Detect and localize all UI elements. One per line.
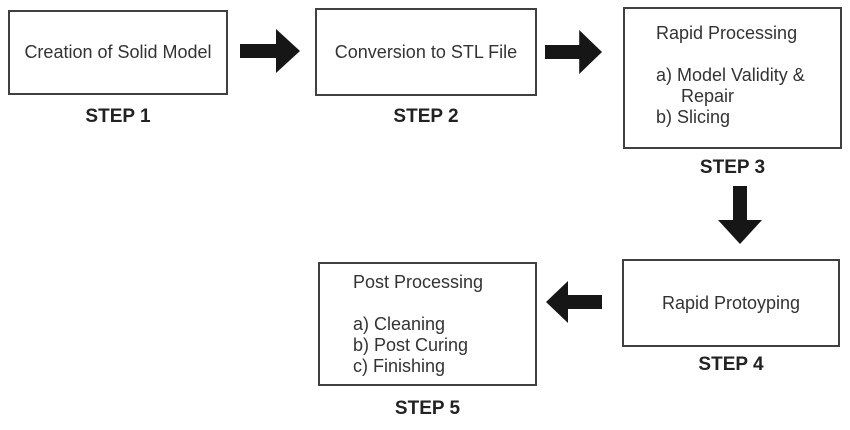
step5-item-a: a) Cleaning bbox=[353, 314, 446, 334]
arrow-right-step2-to-step3-icon bbox=[545, 30, 602, 74]
step4-box: Rapid Protoyping bbox=[622, 259, 840, 347]
step5-box: Post Processing a) Cleaning b) Post Curi… bbox=[318, 262, 537, 386]
step2-box: Conversion to STL File bbox=[315, 8, 537, 96]
step2-label: STEP 2 bbox=[393, 106, 459, 127]
step3-item-b: b) Slicing bbox=[656, 107, 731, 127]
step4-label: STEP 4 bbox=[698, 354, 764, 375]
step3-item-a-continued: Repair bbox=[681, 86, 735, 106]
arrow-left-step4-to-step5-icon bbox=[546, 281, 602, 323]
step3-box: Rapid Processing a) Model Validity & Rep… bbox=[623, 7, 842, 149]
step2-title: Conversion to STL File bbox=[334, 41, 518, 62]
step5-label: STEP 5 bbox=[394, 398, 461, 419]
step1-label: STEP 1 bbox=[85, 106, 151, 127]
step1-box: Creation of Solid Model bbox=[8, 10, 228, 95]
step3-title: Rapid Processing bbox=[656, 23, 798, 43]
step5-title: Post Processing bbox=[353, 272, 484, 292]
arrow-down-step3-to-step4-icon bbox=[718, 186, 762, 244]
step5-item-b: b) Post Curing bbox=[353, 335, 469, 355]
step1-title: Creation of Solid Model bbox=[24, 42, 212, 62]
step5-item-c: c) Finishing bbox=[353, 356, 446, 376]
step5-spacer bbox=[353, 293, 527, 314]
step3-label: STEP 3 bbox=[699, 157, 766, 178]
step3-spacer bbox=[656, 44, 832, 65]
step4-title: Rapid Protoyping bbox=[661, 292, 801, 313]
arrow-right-step1-to-step2-icon bbox=[240, 29, 300, 73]
step3-item-a: a) Model Validity & bbox=[656, 65, 805, 85]
